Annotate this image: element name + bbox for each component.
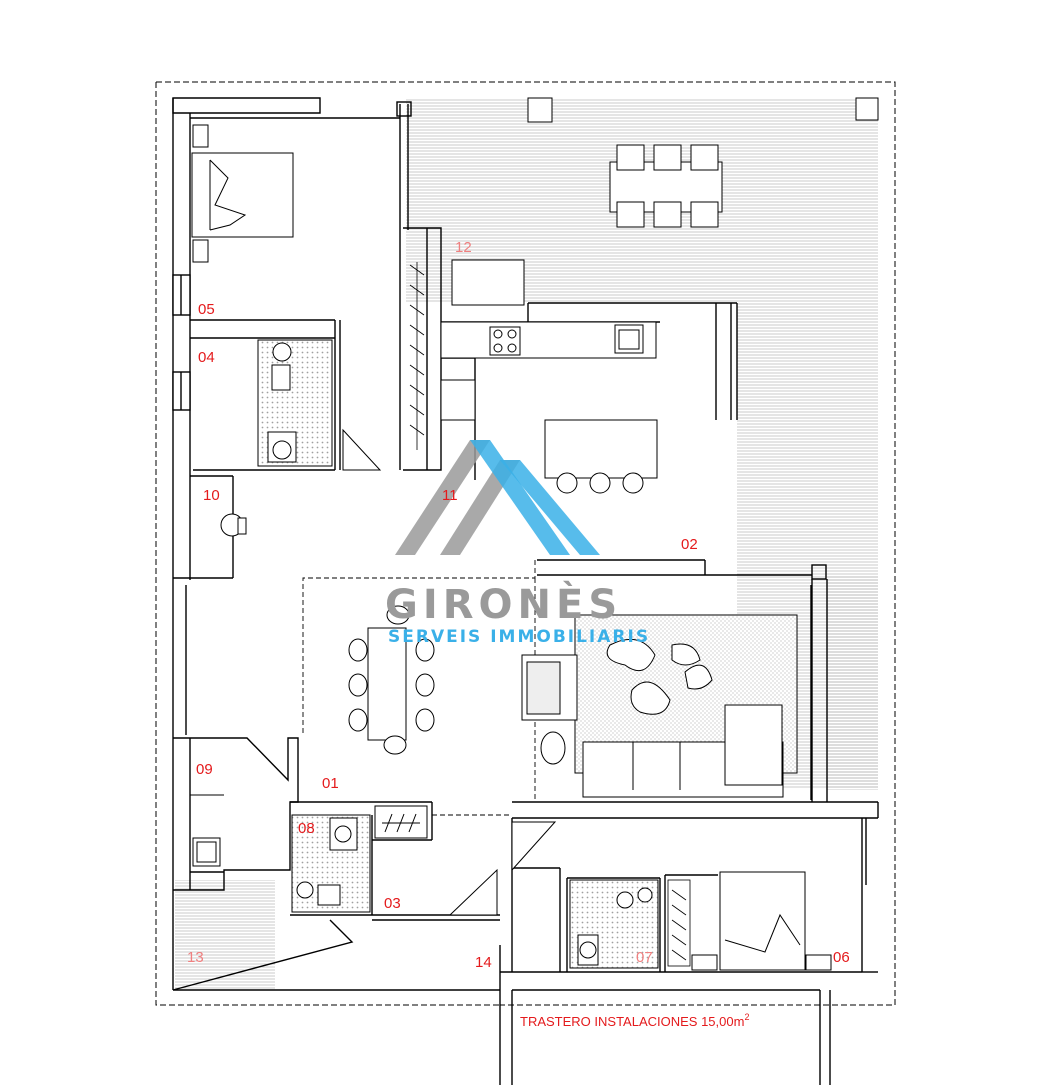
terrace-hatching xyxy=(175,98,878,990)
room-label-02: 02 xyxy=(681,536,698,553)
door-swings xyxy=(342,428,557,916)
room-label-03: 03 xyxy=(384,895,401,912)
plot-boundary xyxy=(155,81,896,1006)
room-label-08: 08 xyxy=(298,820,315,837)
storage-label: TRASTERO INSTALACIONES 15,00m2 xyxy=(520,1012,749,1029)
wardrobe-hangers xyxy=(409,262,425,450)
bed-06 xyxy=(691,871,832,971)
watermark-title: GIRONÈS xyxy=(385,580,622,628)
kitchen-09-fixtures xyxy=(190,794,224,867)
terrace-dining-set xyxy=(527,97,879,228)
dining-table-set xyxy=(348,605,435,755)
room-label-01: 01 xyxy=(322,775,339,792)
room-labels: 01 02 03 04 05 06 07 08 09 10 11 12 13 1… xyxy=(187,239,850,971)
watermark-subtitle: SERVEIS IMMOBILIARIS xyxy=(388,627,650,647)
room-label-07: 07 xyxy=(636,949,653,966)
wardrobe-06 xyxy=(667,879,691,967)
room-label-13: 13 xyxy=(187,949,204,966)
bathroom-08-fixtures xyxy=(291,805,428,913)
room-label-06: 06 xyxy=(833,949,850,966)
double-bed xyxy=(191,124,294,263)
room-label-10: 10 xyxy=(203,487,220,504)
storage-label-superscript: 2 xyxy=(744,1012,749,1022)
kitchen-counter xyxy=(440,321,658,494)
living-room-furniture xyxy=(521,614,798,798)
bathroom-04-fixtures xyxy=(257,339,333,467)
room-label-05: 05 xyxy=(198,301,215,318)
living-zone-dashed xyxy=(302,560,536,816)
room-label-09: 09 xyxy=(196,761,213,778)
watermark-logo: GIRONÈS SERVEIS IMMOBILIARIS xyxy=(385,440,650,647)
desk-chair xyxy=(220,513,247,537)
room-label-11: 11 xyxy=(442,487,458,504)
utility-box xyxy=(451,259,525,306)
room-label-12: 12 xyxy=(455,239,472,256)
storage-label-text: TRASTERO INSTALACIONES 15,00m xyxy=(520,1014,744,1029)
bathroom-07-fixtures xyxy=(569,879,659,969)
room-label-14: 14 xyxy=(475,954,492,971)
room-label-04: 04 xyxy=(198,349,215,366)
